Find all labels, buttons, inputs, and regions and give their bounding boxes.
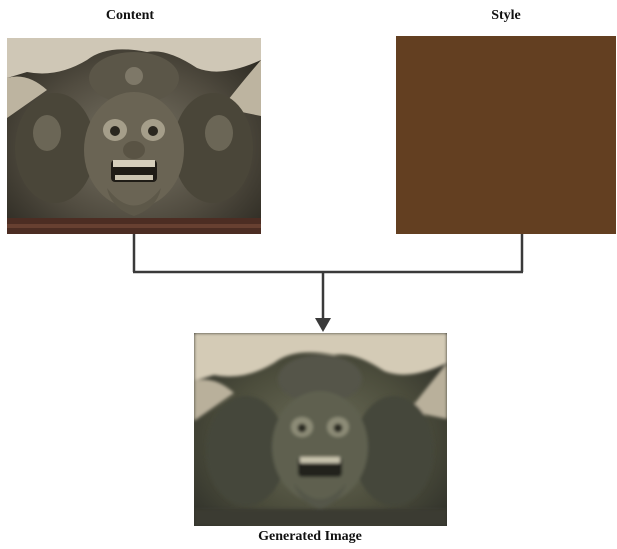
generated-image bbox=[194, 333, 447, 526]
generated-label: Generated Image bbox=[220, 529, 400, 545]
